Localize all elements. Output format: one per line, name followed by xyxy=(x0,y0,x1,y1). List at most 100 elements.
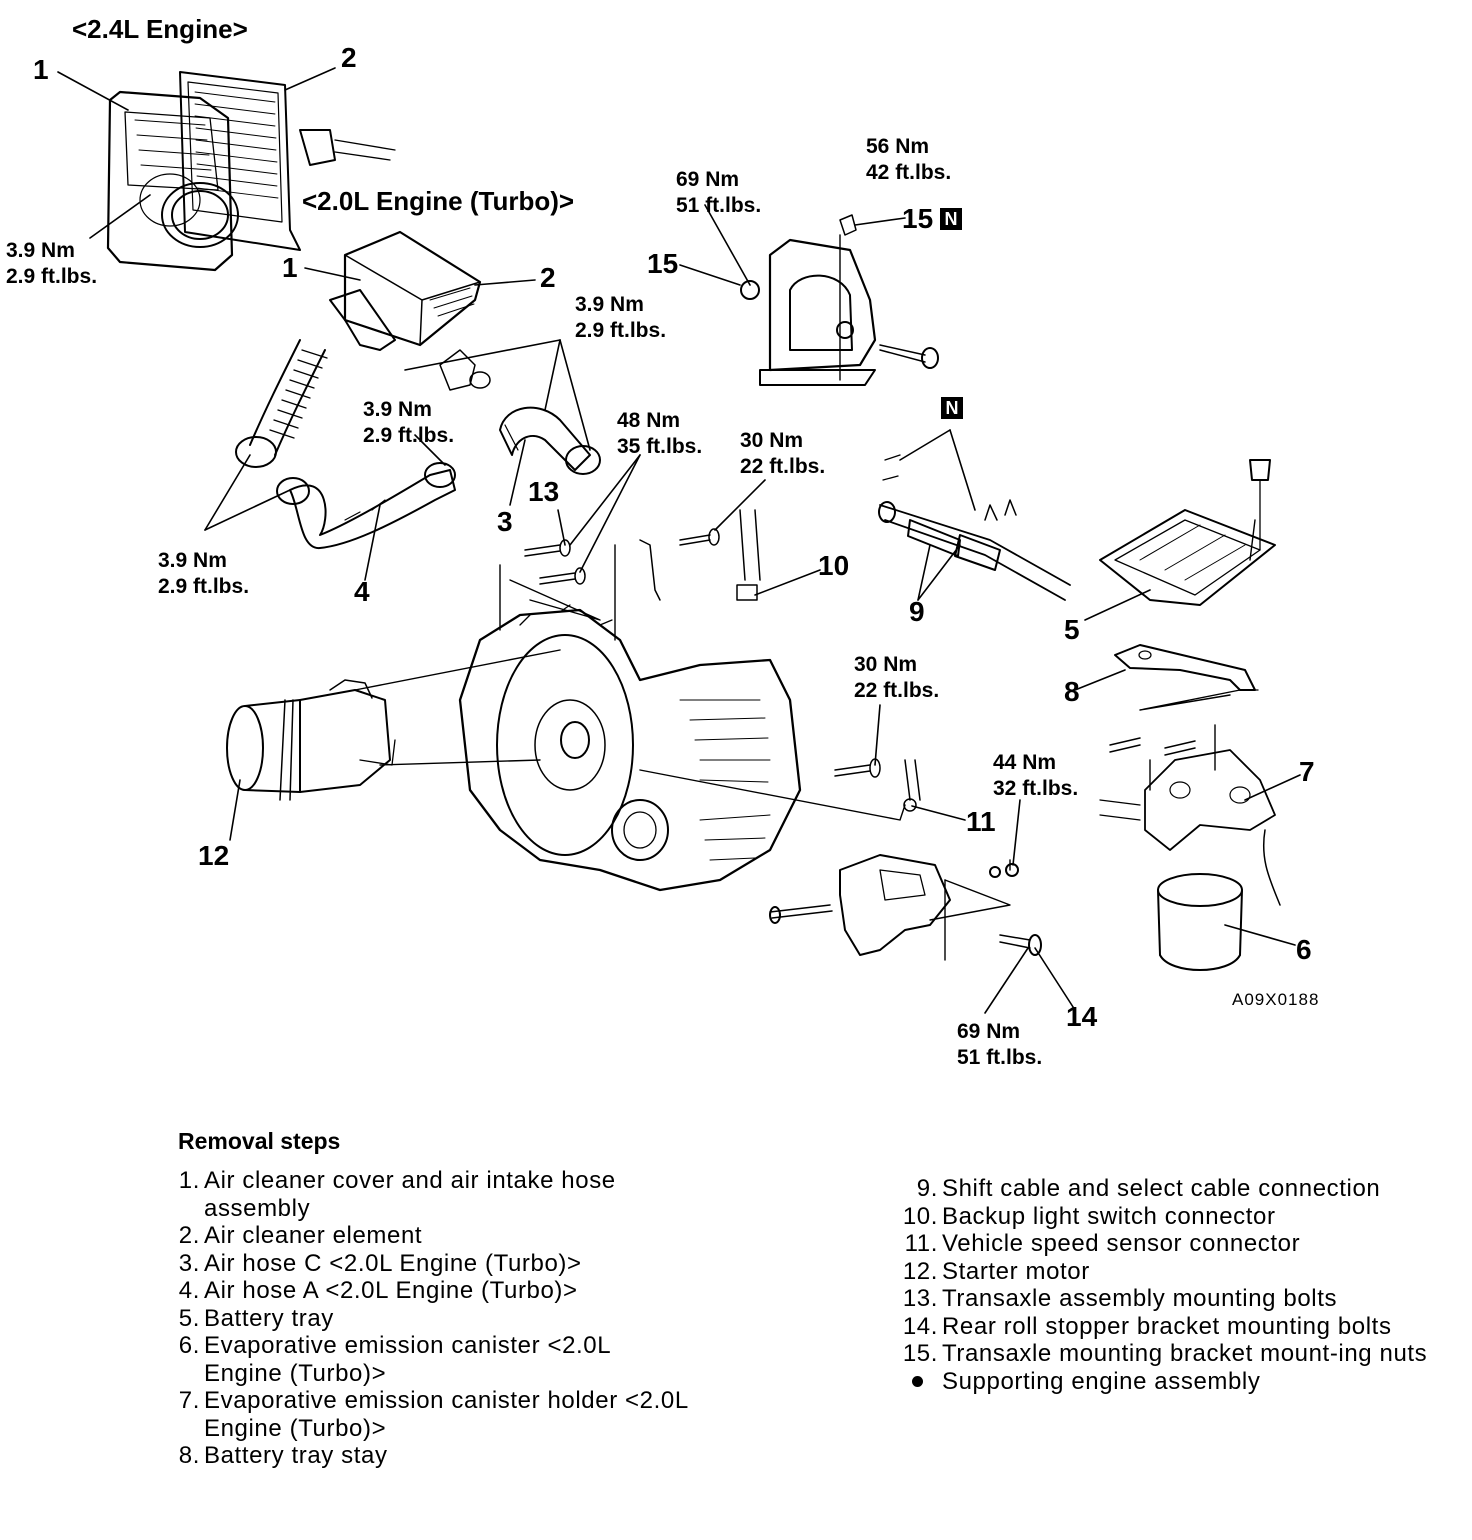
callout-11: 11 xyxy=(966,806,996,837)
torque-ftlbs: 22 ft.lbs. xyxy=(740,455,826,478)
step-text: Vehicle speed sensor connector xyxy=(942,1230,1301,1257)
callout-2: 2 xyxy=(540,262,556,293)
canister-holder-part xyxy=(1099,749,1281,906)
torque-ftlbs: 2.9 ft.lbs. xyxy=(575,319,667,342)
air-cleaner-24-part xyxy=(106,71,396,272)
step-text: Air hose A <2.0L Engine (Turbo)> xyxy=(204,1277,578,1304)
step-number: 3. xyxy=(178,1249,200,1277)
callout-2: 2 xyxy=(341,42,357,73)
callout-7: 7 xyxy=(1299,756,1315,787)
step-number: 7. xyxy=(178,1387,200,1414)
step-text: Battery tray xyxy=(204,1304,334,1332)
step-number: 6. xyxy=(178,1332,200,1359)
list-item: 9.Shift cable and select cable connectio… xyxy=(890,1175,1450,1203)
step-text: Supporting engine assembly xyxy=(942,1367,1261,1395)
canister-part xyxy=(1157,873,1243,971)
step-number: 12. xyxy=(902,1257,938,1285)
list-item: 13.Transaxle assembly mounting bolts xyxy=(890,1285,1450,1313)
torque-spec: 69 Nm 51 ft.lbs. xyxy=(676,167,761,219)
step-number: 5. xyxy=(178,1304,200,1332)
list-item: 12.Starter motor xyxy=(890,1258,1450,1286)
torque-spec: 3.9 Nm 2.9 ft.lbs. xyxy=(6,238,97,290)
list-item: 4.Air hose A <2.0L Engine (Turbo)> xyxy=(170,1277,690,1305)
list-item: 5.Battery tray xyxy=(170,1305,690,1333)
transaxle-assembly-part xyxy=(458,604,802,892)
torque-ftlbs: 2.9 ft.lbs. xyxy=(6,265,98,288)
hardware-parts xyxy=(469,371,1196,812)
n-replace-marker: N xyxy=(940,208,962,230)
step-number: 10. xyxy=(902,1202,938,1230)
step-number: 13. xyxy=(902,1285,938,1312)
list-item: 6.Evaporative emission canister <2.0L En… xyxy=(170,1332,690,1387)
step-text: Backup light switch connector xyxy=(942,1202,1276,1230)
torque-ftlbs: 32 ft.lbs. xyxy=(993,777,1079,800)
callout-15: 15 xyxy=(647,248,679,279)
bullet-icon xyxy=(912,1375,923,1387)
step-text: Transaxle mounting bracket mount-ing nut… xyxy=(942,1340,1428,1367)
callout-1: 1 xyxy=(33,54,49,85)
torque-spec: 30 Nm 22 ft.lbs. xyxy=(740,428,825,480)
step-number: 1. xyxy=(178,1167,200,1194)
torque-nm: 48 Nm xyxy=(617,409,681,432)
starter-motor-part xyxy=(226,679,396,801)
removal-steps-heading: Removal steps xyxy=(178,1128,341,1154)
torque-nm: 3.9 Nm xyxy=(158,549,227,572)
torque-spec: 69 Nm 51 ft.lbs. xyxy=(957,1019,1042,1071)
list-item: Supporting engine assembly xyxy=(890,1368,1450,1396)
air-cleaner-20-part xyxy=(235,230,482,468)
torque-spec: 30 Nm 22 ft.lbs. xyxy=(854,652,939,704)
torque-ftlbs: 22 ft.lbs. xyxy=(854,679,940,702)
step-number: 11. xyxy=(904,1230,938,1257)
removal-steps-left-list: 1.Air cleaner cover and air intake hose … xyxy=(170,1167,690,1470)
torque-spec: 3.9 Nm 2.9 ft.lbs. xyxy=(158,548,249,600)
list-item: 15.Transaxle mounting bracket mount-ing … xyxy=(890,1340,1450,1368)
shift-cable-part xyxy=(878,454,1071,601)
torque-ftlbs: 2.9 ft.lbs. xyxy=(158,575,250,598)
engine-20-heading: <2.0L Engine (Turbo)> xyxy=(302,186,575,216)
torque-spec: 3.9 Nm 2.9 ft.lbs. xyxy=(363,397,454,449)
torque-ftlbs: 51 ft.lbs. xyxy=(957,1046,1043,1069)
figure-code: A09X0188 xyxy=(1232,990,1320,1009)
list-item: 7.Evaporative emission canister holder <… xyxy=(170,1387,690,1442)
step-number: 14. xyxy=(902,1312,938,1340)
transaxle-mount-bracket-part xyxy=(740,214,939,386)
torque-spec: 48 Nm 35 ft.lbs. xyxy=(617,408,702,460)
torque-nm: 44 Nm xyxy=(993,751,1057,774)
n-replace-marker: N xyxy=(941,397,963,419)
callout-13: 13 xyxy=(528,476,560,507)
list-item: 3.Air hose C <2.0L Engine (Turbo)> xyxy=(170,1250,690,1278)
battery-tray-stay-part xyxy=(1114,644,1259,691)
list-item: 1.Air cleaner cover and air intake hose … xyxy=(170,1167,690,1222)
step-number: 2. xyxy=(178,1222,200,1249)
torque-nm: 3.9 Nm xyxy=(6,239,75,262)
torque-nm: 69 Nm xyxy=(957,1020,1021,1043)
torque-ftlbs: 2.9 ft.lbs. xyxy=(363,424,455,447)
step-text: Evaporative emission canister <2.0L Engi… xyxy=(204,1332,611,1387)
torque-spec: 3.9 Nm 2.9 ft.lbs. xyxy=(575,292,666,344)
torque-nm: 3.9 Nm xyxy=(575,293,644,316)
callout-5: 5 xyxy=(1064,614,1080,645)
step-number: 4. xyxy=(178,1277,200,1304)
exploded-view-drawing xyxy=(57,67,1301,1014)
torque-ftlbs: 35 ft.lbs. xyxy=(617,435,703,458)
leader-lines xyxy=(57,67,1301,1014)
removal-steps-right-list: 9.Shift cable and select cable connectio… xyxy=(890,1175,1450,1395)
step-text: Starter motor xyxy=(942,1257,1090,1285)
torque-nm: 30 Nm xyxy=(854,653,918,676)
callout-12: 12 xyxy=(198,840,230,871)
step-text: Battery tray stay xyxy=(204,1442,388,1469)
callout-3: 3 xyxy=(497,506,513,537)
engine-24-heading: <2.4L Engine> xyxy=(72,14,248,44)
rear-roll-stopper-bracket-part xyxy=(769,854,1042,956)
callout-14: 14 xyxy=(1066,1001,1098,1032)
step-text: Air hose C <2.0L Engine (Turbo)> xyxy=(204,1249,582,1277)
step-number: 9. xyxy=(916,1175,938,1202)
step-number: 15. xyxy=(902,1340,938,1367)
list-item: 10.Backup light switch connector xyxy=(890,1203,1450,1231)
list-item: 11.Vehicle speed sensor connector xyxy=(890,1230,1450,1258)
torque-ftlbs: 42 ft.lbs. xyxy=(866,161,952,184)
torque-ftlbs: 51 ft.lbs. xyxy=(676,194,762,217)
step-text: Transaxle assembly mounting bolts xyxy=(942,1285,1338,1312)
step-text: Air cleaner element xyxy=(204,1222,423,1249)
torque-nm: 3.9 Nm xyxy=(363,398,432,421)
